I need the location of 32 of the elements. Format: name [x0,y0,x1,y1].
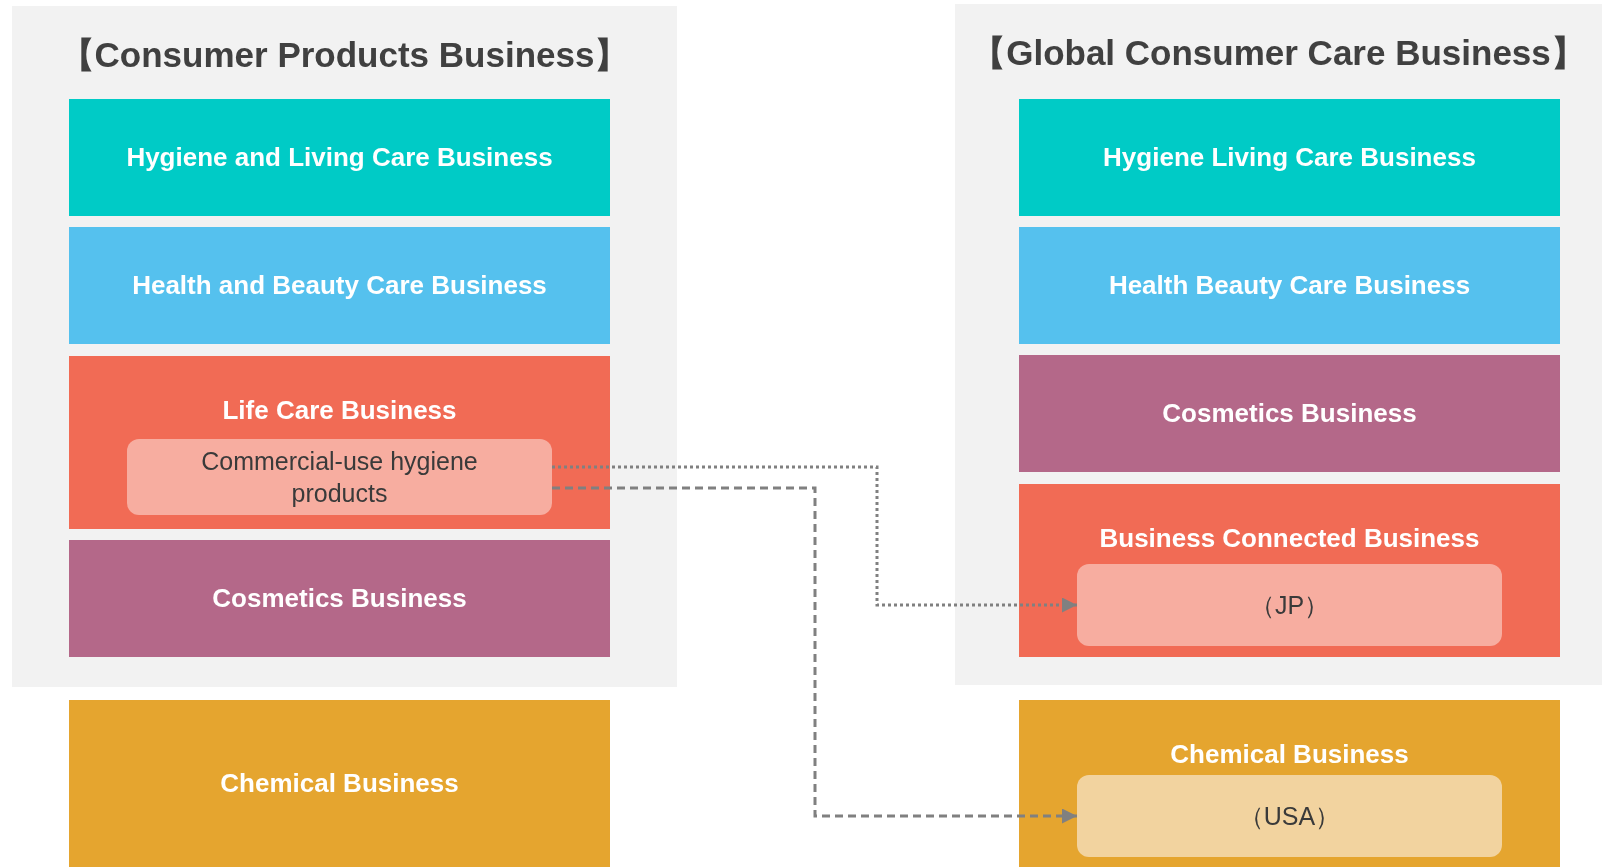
business-box [69,99,610,216]
panel-heading: 【Consumer Products Business】 [58,34,631,76]
business-box [69,356,610,529]
business-box [69,540,610,657]
business-name: Hygiene Living Care Business [1102,140,1477,174]
sub-unit-box [1077,775,1502,857]
business-box [1019,355,1560,472]
group-panel [12,6,677,687]
business-name: Cosmetics Business [1161,396,1418,430]
sub-unit-name: （USA） [1237,800,1342,832]
dashed-connector-arrow [552,465,1077,613]
business-name: Business Connected Business [1098,522,1481,555]
business-name: Hygiene and Living Care Business [125,140,554,174]
business-name: Cosmetics Business [211,581,468,615]
sub-unit-box [1077,564,1502,646]
business-box [1019,484,1560,657]
business-name: Chemical Business [219,766,460,800]
business-box [1019,99,1560,216]
business-name: Health and Beauty Care Business [131,268,548,302]
sub-unit-name: （JP） [1248,589,1331,621]
business-name: Health Beauty Care Business [1107,268,1472,302]
business-name: Life Care Business [221,394,458,427]
dashed-connector-arrow [552,486,1077,824]
panel-heading: 【Global Consumer Care Business】 [970,32,1587,74]
group-panel [955,4,1602,685]
business-name: Chemical Business [1169,738,1410,771]
sub-unit-box [127,439,552,515]
business-box [69,227,610,344]
business-box [1019,700,1560,867]
business-box [69,700,610,867]
sub-unit-name: Commercial-use hygiene products [200,445,479,509]
business-box [1019,227,1560,344]
